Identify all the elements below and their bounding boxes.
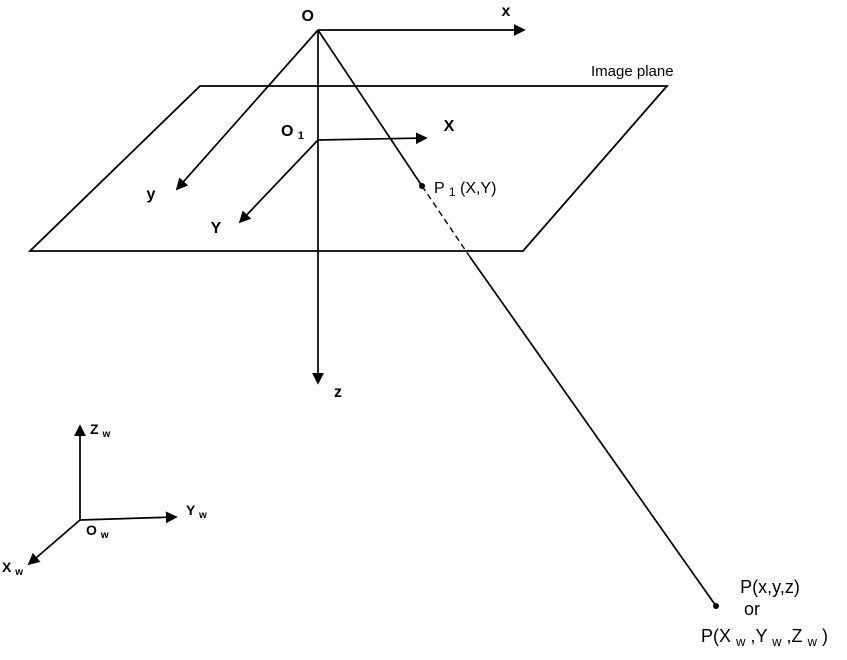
scene-point-l3-s1: w xyxy=(735,634,746,649)
world-x-axis-label: X w xyxy=(2,559,23,578)
scene-point-l3-p1: P(X xyxy=(701,626,731,646)
p1-point-label: P 1 (X,Y) xyxy=(434,180,496,200)
scene-point-l3-s3: w xyxy=(807,634,818,649)
world-y-axis-arrow xyxy=(79,511,178,524)
camera-y-axis-label: y xyxy=(147,186,156,203)
scene-point-label-line3: P(X w ,Y w ,Z w ) xyxy=(701,626,828,650)
world-z-base: Z xyxy=(90,421,99,437)
world-x-base: X xyxy=(2,559,12,575)
image-origin-base: O xyxy=(281,123,293,140)
world-origin-sub: w xyxy=(100,530,109,541)
p1-label-sub: 1 xyxy=(449,185,456,199)
image-x-axis-label: X xyxy=(444,118,455,135)
image-plane-label: Image plane xyxy=(591,63,674,80)
projection-ray-upper xyxy=(317,29,423,187)
image-x-axis-arrow xyxy=(317,132,428,145)
world-y-base: Y xyxy=(186,502,196,518)
image-y-axis-label: Y xyxy=(211,220,222,237)
scene-point-label-line1: P(x,y,z) xyxy=(740,577,800,597)
camera-x-axis-label: x xyxy=(502,3,511,20)
scene-point-l3-p2: ,Y xyxy=(750,626,767,646)
scene-point-l3-p4: ) xyxy=(822,626,828,646)
camera-origin-label: O xyxy=(302,8,314,25)
projection-ray-lower xyxy=(469,256,717,607)
world-z-sub: w xyxy=(101,429,110,440)
world-y-axis-label: Y w xyxy=(186,502,207,521)
image-plane-outline xyxy=(27,85,669,252)
world-y-sub: w xyxy=(198,510,207,521)
image-origin-label: O 1 xyxy=(281,123,304,142)
p-point-marker xyxy=(713,603,719,609)
scene-point-label-line2: or xyxy=(744,599,760,619)
scene-point-l3-p3: ,Z xyxy=(787,626,803,646)
camera-y-axis-arrow xyxy=(175,29,319,191)
image-origin-sub: 1 xyxy=(298,130,304,142)
world-origin-base: O xyxy=(86,522,97,538)
image-y-axis-arrow xyxy=(238,139,319,224)
camera-z-axis-label: z xyxy=(334,384,342,401)
projection-ray-dashed xyxy=(421,185,471,258)
world-origin-label: O w xyxy=(86,522,109,541)
p1-label-rest: (X,Y) xyxy=(460,180,496,197)
world-x-sub: w xyxy=(14,567,23,578)
p1-label-base: P xyxy=(434,180,444,197)
world-z-axis-label: Z w xyxy=(90,421,110,440)
scene-point-l3-s2: w xyxy=(771,634,782,649)
world-x-axis-arrow xyxy=(27,519,81,566)
p1-point-marker xyxy=(419,183,425,189)
